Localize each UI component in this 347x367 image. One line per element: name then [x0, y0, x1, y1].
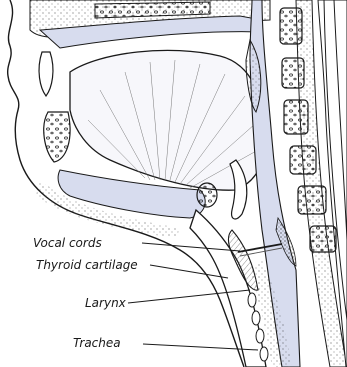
label-vocal-cords: Vocal cords: [33, 236, 102, 250]
label-larynx: Larynx: [85, 296, 126, 310]
label-trachea: Trachea: [73, 336, 121, 350]
label-thyroid-cartilage: Thyroid cartilage: [36, 258, 138, 272]
